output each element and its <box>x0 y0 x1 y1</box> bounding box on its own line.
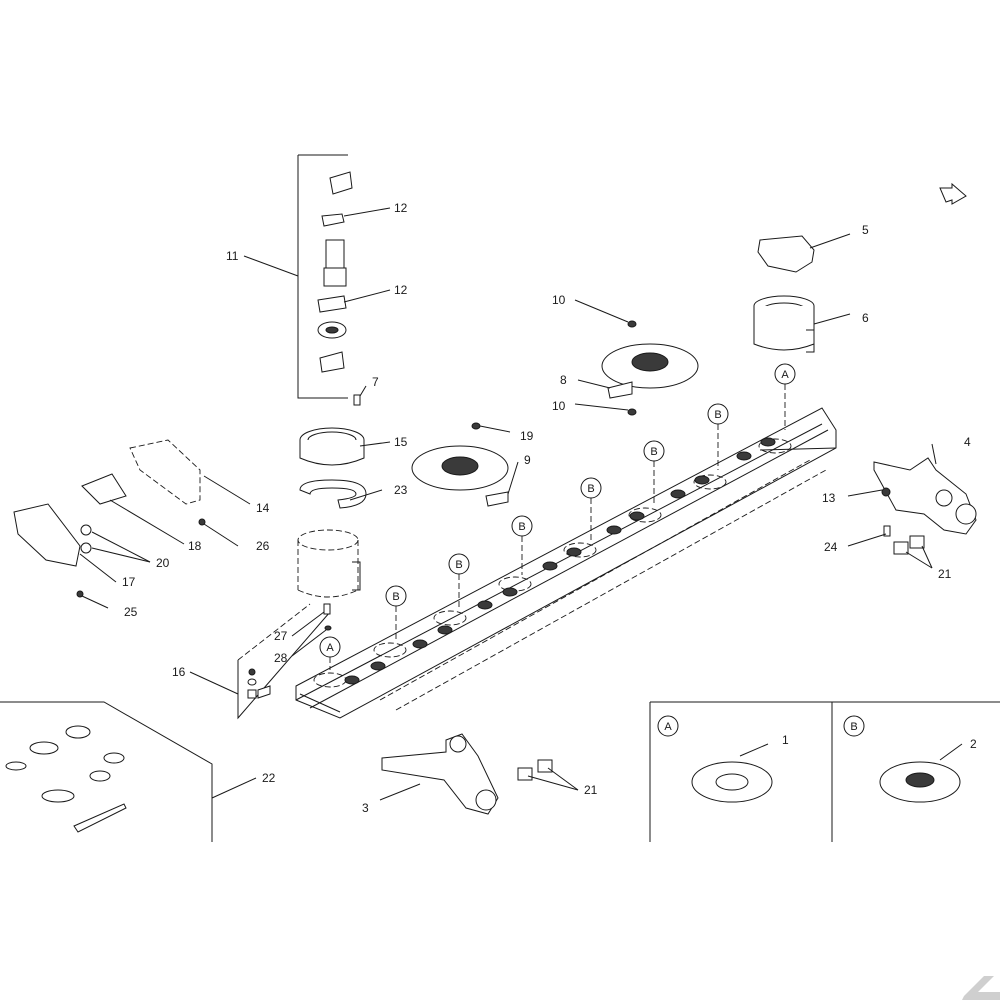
detail-marker-b: B <box>850 721 857 733</box>
callout-17: 17 <box>122 575 136 589</box>
bolts-27-28 <box>323 603 332 631</box>
callout-15: 15 <box>394 435 408 449</box>
drum-6 <box>753 295 815 353</box>
callout-21-lower: 21 <box>584 783 598 797</box>
callout-24: 24 <box>824 540 838 554</box>
skid-18 <box>81 473 127 505</box>
callout-20: 20 <box>156 556 170 570</box>
drive-shaft-assembly <box>297 154 353 399</box>
callout-12-bottom: 12 <box>394 283 408 297</box>
brand-logo-icon <box>962 976 1000 1000</box>
callout-21-right: 21 <box>938 567 952 581</box>
marker-b-1: B <box>392 591 399 603</box>
bolt-7 <box>353 394 361 406</box>
rotor-disc-8 <box>601 320 699 416</box>
callout-16: 16 <box>172 665 186 679</box>
detail-box: A B <box>649 701 1000 842</box>
callout-9: 9 <box>524 453 531 467</box>
marker-b-4: B <box>587 483 594 495</box>
snap-ring-23 <box>299 479 367 509</box>
marker-a-right: A <box>781 369 789 381</box>
callout-14: 14 <box>256 501 270 515</box>
callout-11: 11 <box>226 249 239 263</box>
callout-25: 25 <box>124 605 138 619</box>
arm-4 <box>873 457 977 535</box>
marker-b-6: B <box>714 409 721 421</box>
bolt-24 <box>883 525 891 537</box>
callout-5: 5 <box>862 223 869 237</box>
bushings-21-right <box>893 535 925 555</box>
callout-7: 7 <box>372 375 379 389</box>
callout-1: 1 <box>782 733 789 747</box>
kit-22 <box>0 701 213 842</box>
callout-8: 8 <box>560 373 567 387</box>
callout-19: 19 <box>520 429 534 443</box>
detail-marker-a: A <box>664 721 672 733</box>
arm-3 <box>381 733 499 815</box>
callout-10-bottom: 10 <box>552 399 566 413</box>
callout-23: 23 <box>394 483 408 497</box>
bar-rotor-seats <box>313 437 792 688</box>
callout-27: 27 <box>274 629 288 643</box>
rotor-disc-9 <box>411 422 509 507</box>
washers-20 <box>80 524 92 554</box>
callout-12-top: 12 <box>394 201 408 215</box>
direction-arrow-icon <box>939 182 967 205</box>
leader-lines <box>79 207 963 801</box>
callout-28: 28 <box>274 651 288 665</box>
callout-6: 6 <box>862 311 869 325</box>
fastener-group-16 <box>237 603 331 720</box>
bolt-25 <box>76 590 84 598</box>
nut-13 <box>881 487 891 497</box>
cover-5 <box>757 235 815 273</box>
callout-3: 3 <box>362 801 369 815</box>
callout-4: 4 <box>964 435 971 449</box>
skid-17 <box>13 503 81 567</box>
callout-10-top: 10 <box>552 293 566 307</box>
bearing-housing-15 <box>299 427 365 466</box>
bar-detail-markers: A B B B B B B A <box>319 363 796 670</box>
callout-22: 22 <box>262 771 276 785</box>
callout-labels: 1 2 3 4 5 6 7 8 9 10 10 11 12 12 13 14 1… <box>122 201 977 815</box>
marker-b-2: B <box>455 559 462 571</box>
marker-b-5: B <box>650 446 657 458</box>
callout-18: 18 <box>188 539 202 553</box>
marker-b-3: B <box>518 521 525 533</box>
marker-a-left: A <box>326 642 334 654</box>
bolt-26 <box>198 518 206 526</box>
skid-14 <box>129 439 201 505</box>
bushings-21-lower <box>517 759 553 781</box>
cutter-bar <box>295 407 837 719</box>
callout-26: 26 <box>256 539 270 553</box>
callout-13: 13 <box>822 491 836 505</box>
callout-2: 2 <box>970 737 977 751</box>
gear-housing <box>297 529 361 598</box>
